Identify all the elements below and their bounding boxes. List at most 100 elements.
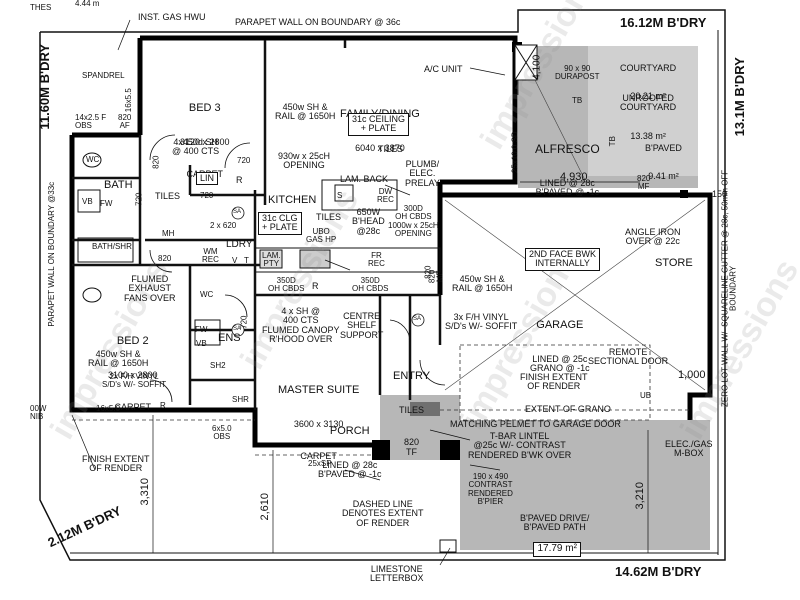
door-swings xyxy=(149,134,446,403)
oh-cbds-1: 350D OH CBDS xyxy=(268,276,305,294)
tiles-bath: TILES xyxy=(155,191,181,201)
wc-bath: WC xyxy=(86,155,100,164)
fw-bath: FW xyxy=(100,199,113,208)
vinyl-bed2: 2x F/H VINYL S/D's W/- SOFFIT xyxy=(102,372,167,390)
room-entry: ENTRY TILES 820 TF xyxy=(393,348,430,469)
s-label: S xyxy=(337,191,343,200)
room-kitchen: KITCHEN xyxy=(268,194,317,206)
sh400-canopy: 4 x SH @ 400 CTS FLUMED CANOPY R'HOOD OV… xyxy=(262,306,340,345)
top-left-text: THES xyxy=(30,3,52,12)
lintel-note: T-BAR LINTEL @25c W/- CONTRAST RENDERED … xyxy=(468,431,572,460)
courtyard-name: COURTYARD xyxy=(620,62,677,73)
porch-name: PORCH xyxy=(329,425,370,438)
room-bed2: BED 2 3100 x 2800 CARPET xyxy=(108,313,158,424)
n720-a: 720 xyxy=(237,156,251,165)
tb-note-2: TB xyxy=(607,136,617,147)
sh-1650-bed3: 450w SH & RAIL @ 1650H xyxy=(275,102,336,122)
letterbox-note: LIMESTONE LETTERBOX xyxy=(370,564,424,584)
ac-unit xyxy=(514,44,538,81)
parapet-left-note: PARAPET WALL ON BOUNDARY @33c xyxy=(47,181,57,327)
nib-note: 00W NIB xyxy=(30,404,47,422)
lin-label: LIN xyxy=(196,172,219,186)
alfresco-name: ALFRESCO xyxy=(535,142,600,157)
room-alfresco: ALFRESCO LINED @ 28c B'PAVED @ -1c xyxy=(535,120,600,209)
bwk-note: 2ND FACE BWK INTERNALLY xyxy=(525,248,601,271)
bhead-note: 650W B'HEAD @28c xyxy=(352,207,385,236)
n2x620-label: 2 x 620 xyxy=(210,221,237,230)
room-bpaved: B'PAVED 9.41 m² xyxy=(645,125,682,191)
dim-1000: 1,000 xyxy=(678,369,706,381)
entry-name: ENTRY xyxy=(393,370,431,383)
n720-d: 720 xyxy=(239,315,249,329)
letterbox-icon xyxy=(439,539,457,553)
centre-shelf: CENTRE SHELF SUPPORT xyxy=(340,311,384,340)
smoke-alarm-circles xyxy=(231,206,425,337)
driveway-shading xyxy=(460,420,710,550)
elec-gas-note: ELEC./GAS M-BOX xyxy=(665,439,713,459)
bed2-floor: CARPET xyxy=(114,402,152,413)
courtyard-area: 20.21 m² xyxy=(630,91,666,102)
top-left-cut: 4.44 m xyxy=(75,0,100,8)
mf820-note: 820 MF xyxy=(637,174,651,192)
t-label: T xyxy=(244,256,249,265)
tb-note-1: TB xyxy=(572,96,583,105)
room-ldry: LDRY xyxy=(226,239,253,250)
n720-b: 720 xyxy=(200,191,214,200)
dimension-lines xyxy=(152,50,649,553)
finish-left-note: FINISH EXTENT OF RENDER xyxy=(82,454,150,474)
bed2-dims: 3100 x 2800 xyxy=(108,369,158,380)
opening-1000-note: 300D OH CBDS 1000w x 25cH OPENING xyxy=(388,204,439,239)
vb-ens: VB xyxy=(196,339,207,348)
ubo-note: UBO GAS HP xyxy=(306,227,337,245)
bed3-name: BED 3 xyxy=(188,102,221,115)
r-label-3: R xyxy=(160,401,166,410)
ub-label: UB xyxy=(640,391,652,400)
bpaved-name: B'PAVED xyxy=(645,142,682,153)
lam-pty: LAM. PTY xyxy=(262,251,281,269)
vinyl-soffit: 3x F/H VINYL S/D's W/- SOFFIT xyxy=(445,312,518,332)
driveway-area: 17.79 m² xyxy=(533,542,581,557)
pelmet-note: MATCHING PELMET TO GARAGE DOOR xyxy=(450,419,621,429)
dashed-line-note: DASHED LINE DENOTES EXTENT OF RENDER xyxy=(342,499,424,528)
ac-unit-note: A/C UNIT xyxy=(424,64,463,74)
finish-render-garage: FINISH EXTENT OF RENDER xyxy=(520,372,588,392)
internal-walls xyxy=(72,40,442,410)
garage-finish: LINED @ 25c GRANO @ -1c xyxy=(530,353,590,374)
entry-dim: 820 TF xyxy=(404,437,420,457)
room-store: STORE xyxy=(655,257,693,269)
obs2-note: 6x5.0 OBS xyxy=(212,424,232,442)
room-unroofed: UNROOFED COURTYARD 13.38 m² xyxy=(620,75,676,151)
dim-3310: 3,310 xyxy=(138,478,151,506)
dw-rec: DW REC xyxy=(377,187,394,205)
inst-gas-note: INST. GAS HWU xyxy=(138,12,206,22)
porch-dark xyxy=(410,402,440,416)
dim-16x55: 16x5.5 xyxy=(123,88,133,113)
boundary-bottom: 14.62M B'DRY xyxy=(615,564,702,579)
ceiling-31-note: 31c CEILING + PLATE xyxy=(348,113,410,136)
bathshr-label: BATH/SHR xyxy=(92,242,132,251)
entry-floor: TILES xyxy=(399,404,425,415)
room-porch: PORCH LINED @ 28c B'PAVED @ -1c xyxy=(318,403,382,491)
courtyard-unroofed xyxy=(588,46,698,176)
opening-930-note: 930w x 25cH OPENING xyxy=(278,151,331,171)
bath-fixtures xyxy=(77,152,221,346)
oh-cbds-2: 350D OH CBDS xyxy=(352,276,389,294)
rail-garage: 450w SH & RAIL @ 1650H xyxy=(452,274,513,294)
mh-label: MH xyxy=(162,229,175,238)
master-name: MASTER SUITE xyxy=(278,384,360,397)
room-master: MASTER SUITE 3600 x 3130 CARPET xyxy=(278,362,359,473)
spandrel-note: SPANDREL xyxy=(82,71,125,80)
dim-4100: 4,100 xyxy=(531,54,543,80)
angle-iron-note: ANGLE IRON OVER @ 22c xyxy=(625,227,681,247)
boundary-left: 11.60M B'DRY xyxy=(37,43,53,130)
vb-bath: VB xyxy=(82,197,93,206)
family-dims: 6040 x 3870 xyxy=(355,142,405,153)
obs1-note: 14x2.5 F OBS xyxy=(75,113,107,131)
boundary-top: 16.12M B'DRY xyxy=(620,15,707,30)
fr-rec: FR REC xyxy=(368,251,385,269)
dim-3210: 3,210 xyxy=(633,482,646,510)
r-label-2: R xyxy=(312,281,319,291)
family-floor: TILES xyxy=(378,144,404,154)
contrast-pier: 190 x 490 CONTRAST RENDERED B'PIER xyxy=(468,472,513,507)
